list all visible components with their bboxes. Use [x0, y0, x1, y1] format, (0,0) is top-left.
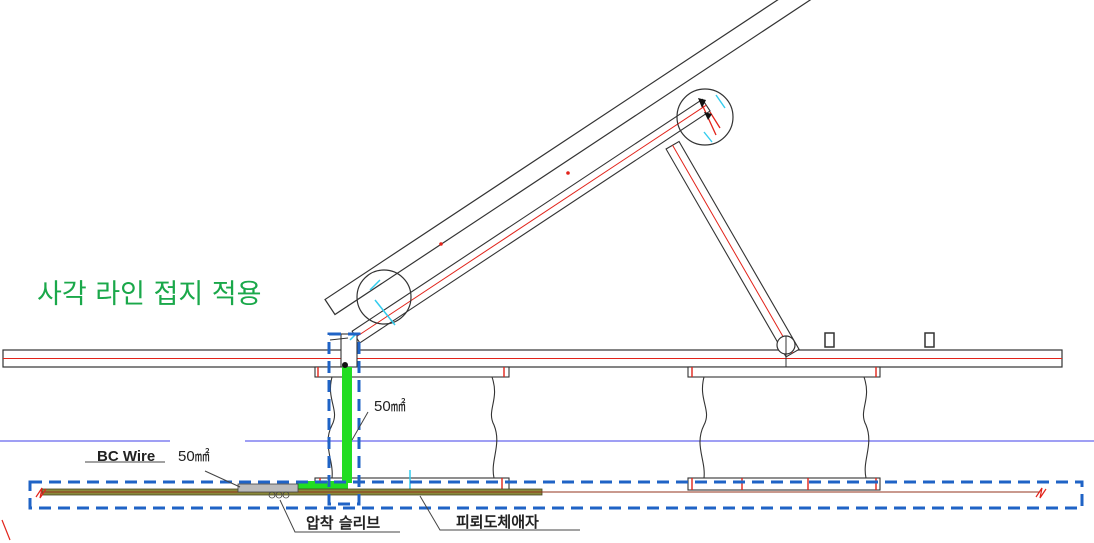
vertical-grounding-wire [296, 362, 352, 490]
strut-pivot [776, 335, 796, 370]
bc-wire-size-label: 50㎟ [178, 448, 210, 465]
panel-rail [351, 98, 711, 344]
dashed-highlight-boxes [28, 332, 1084, 510]
title-label: 사각 라인 접지 적용 [37, 279, 261, 310]
pillar-bolts [317, 367, 877, 490]
main-beam [2, 349, 1063, 368]
insulator-label: 피뢰도체애자 [456, 513, 539, 531]
support-strut [665, 140, 800, 358]
support-pillars [314, 366, 881, 491]
compression-sleeve-label: 압착 슬리브 [306, 514, 380, 532]
solar-panel [324, 0, 816, 316]
bc-wire-label: BC Wire [97, 448, 155, 465]
leader-lines [85, 411, 580, 533]
bc-wire [41, 483, 1040, 499]
detail-marks [369, 94, 726, 326]
panel-markers [439, 171, 570, 246]
detail-circles [356, 88, 734, 325]
beam-clips [824, 332, 935, 348]
break-marks [1, 487, 1047, 541]
vertical-wire-size-label: 50㎟ [374, 398, 406, 415]
